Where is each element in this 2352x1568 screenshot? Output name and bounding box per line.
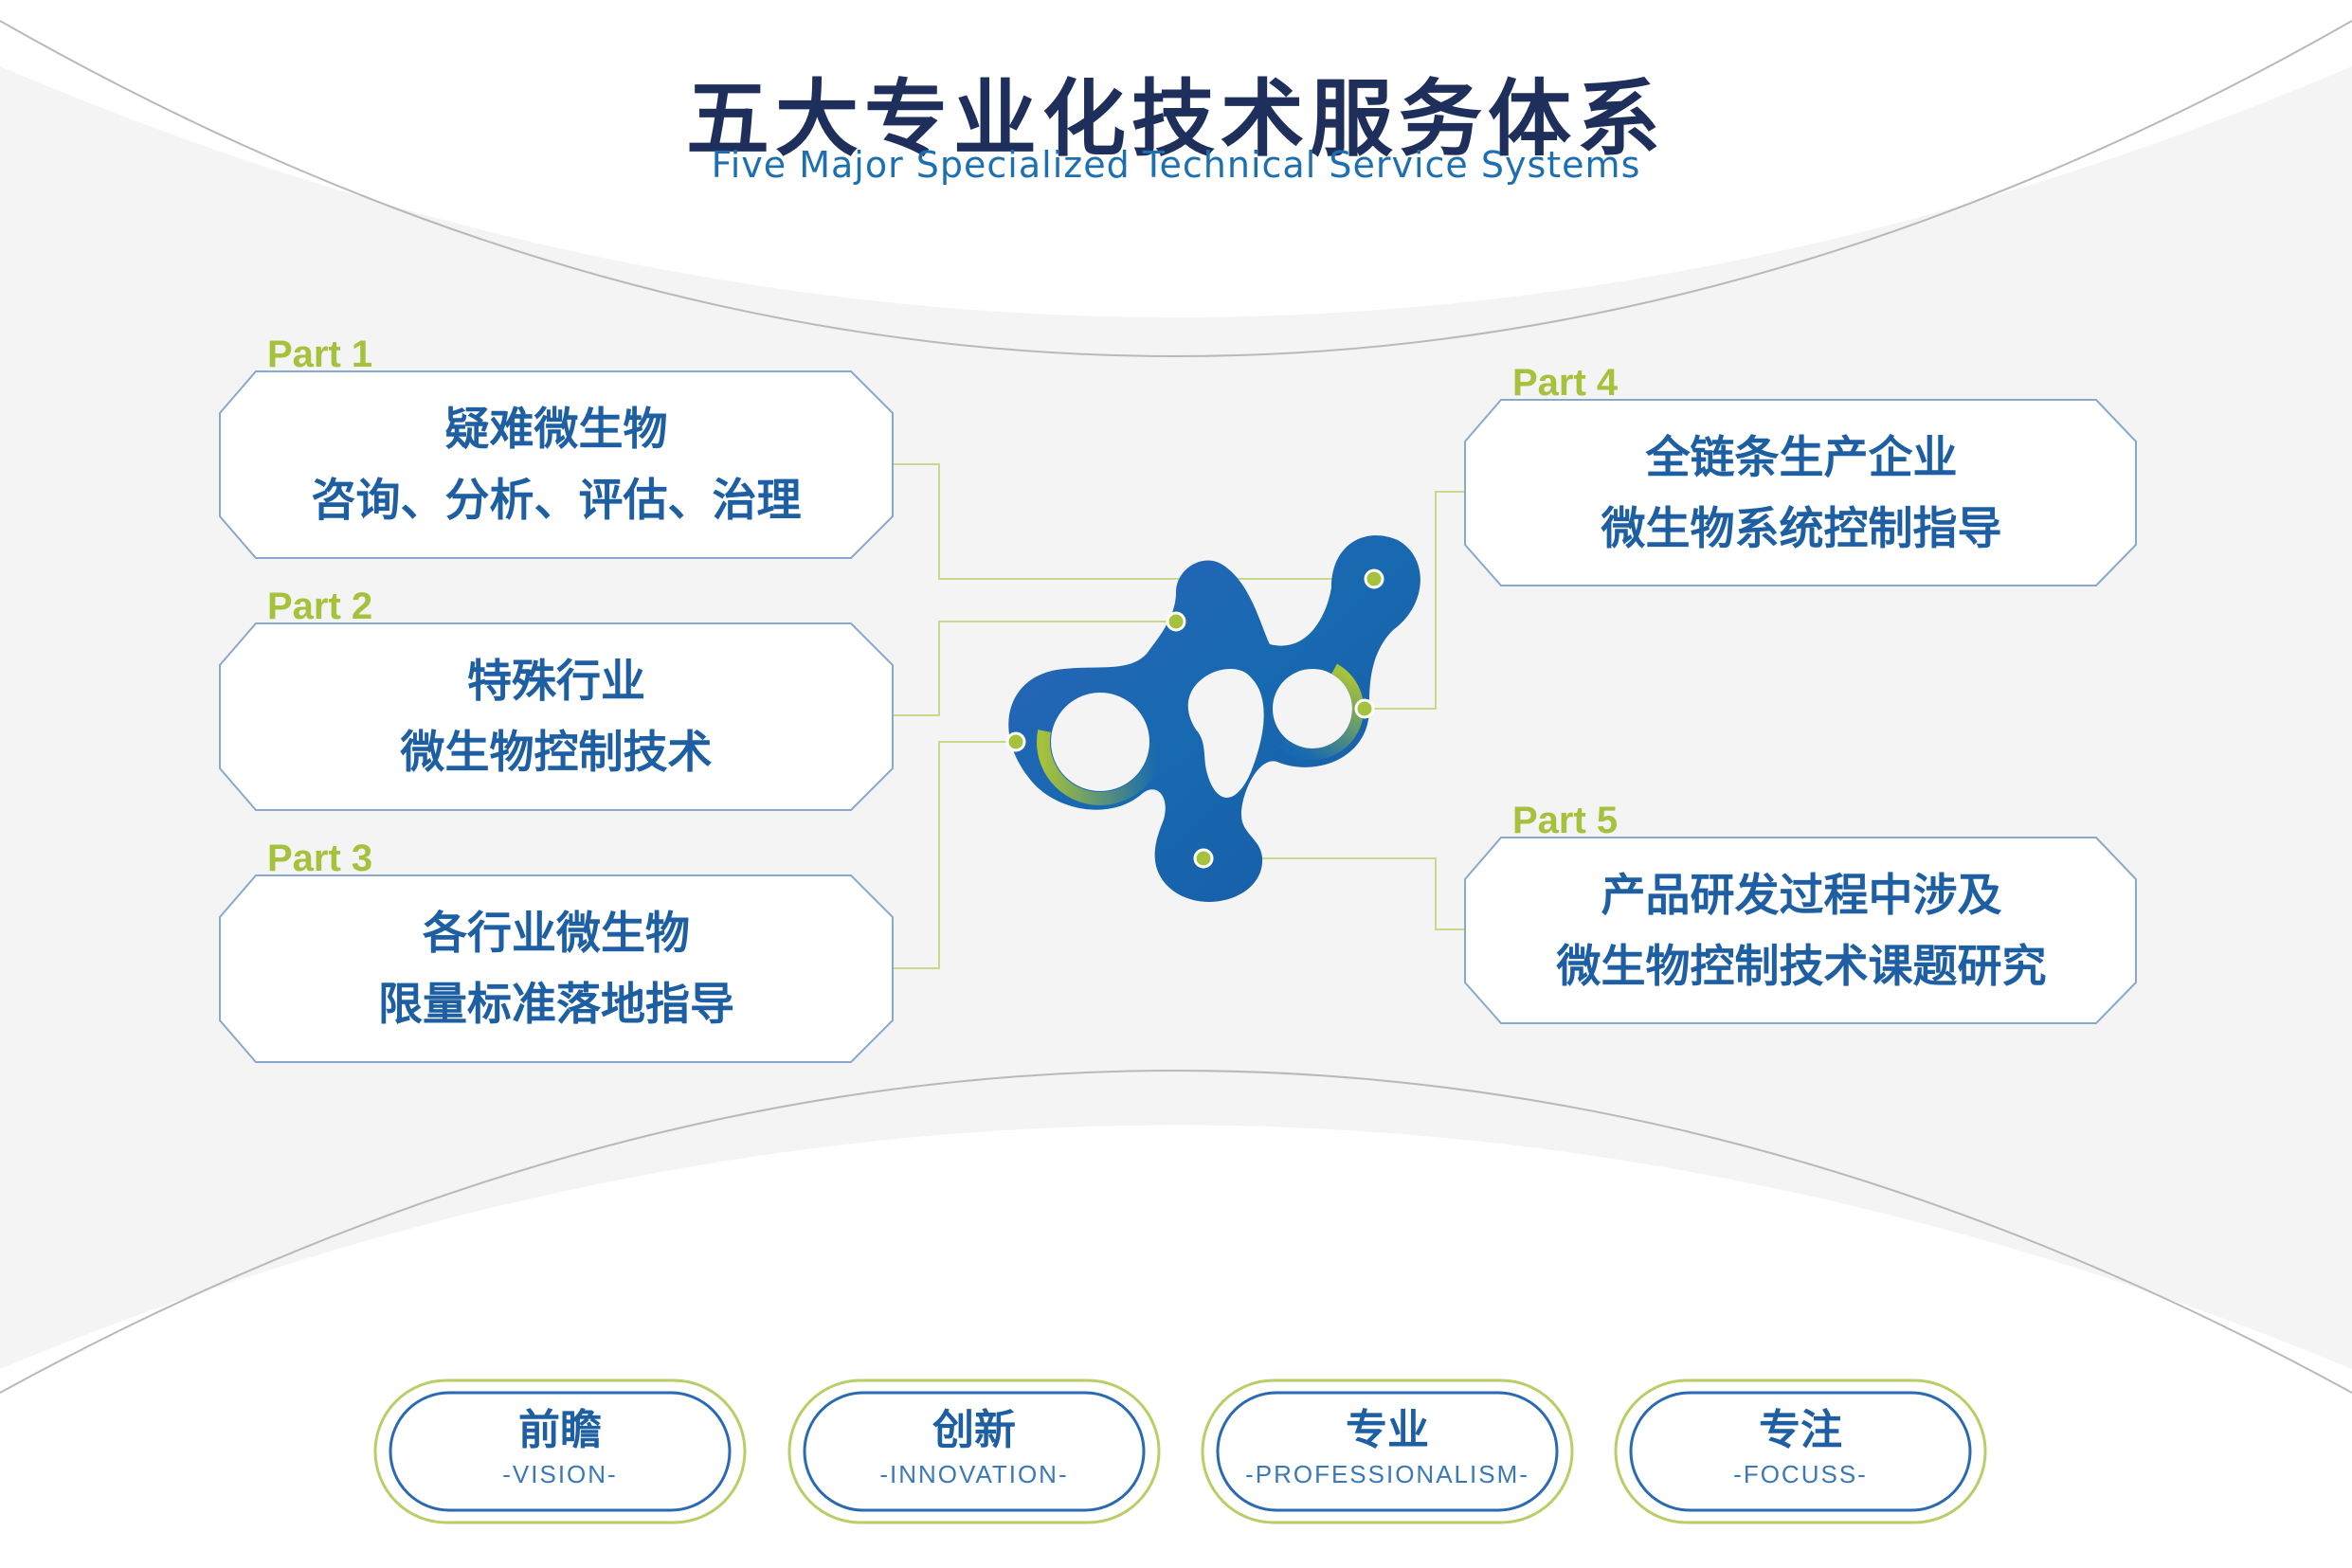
card-part-3 (219, 874, 894, 1063)
molecule-ring-right (1261, 658, 1364, 760)
value-en: -INNOVATION- (879, 1460, 1069, 1488)
card-text-part-4: 全链条生产企业 微生物系统控制指导 (1465, 423, 2138, 565)
pill-inner-1 (389, 1391, 732, 1512)
card-line: 咨询、分析、评估、治理 (311, 475, 802, 527)
pill-inner-4 (1629, 1391, 1972, 1512)
card-line: 全链条生产企业 (1645, 432, 1958, 484)
value-en: -PROFESSIONALISM- (1245, 1460, 1529, 1488)
connector-lines (893, 463, 1465, 969)
page-subtitle: Five Major Specialized Technical Service… (711, 144, 1641, 186)
value-pill-1: 前瞻 -VISION- (399, 1404, 721, 1491)
card-line: 限量标准落地指导 (378, 979, 734, 1031)
card-part-5 (1464, 837, 2137, 1024)
value-pill-4: 专注 -FOCUSS- (1639, 1404, 1962, 1491)
value-en: -VISION- (502, 1460, 618, 1488)
card-part-4 (1464, 399, 2137, 586)
connector-part-2 (893, 621, 1176, 716)
card-line: 产品研发过程中涉及 (1601, 870, 2002, 922)
pill-inner-2 (803, 1391, 1146, 1512)
connector-part-3 (893, 741, 1016, 969)
card-line: 微生物控制技术课题研究 (1556, 941, 2047, 993)
molecule-ring-left (1037, 678, 1164, 805)
value-en: -FOCUSS- (1733, 1460, 1868, 1488)
value-pill-3: 专业 -PROFESSIONALISM- (1226, 1404, 1548, 1491)
card-line: 微生物控制技术 (400, 727, 713, 779)
card-line: 特殊行业 (467, 656, 645, 708)
part-label-1: Part 1 (267, 333, 373, 375)
value-cn: 创新 (932, 1406, 1016, 1454)
card-line: 各行业微生物 (423, 908, 690, 960)
card-part-1 (219, 370, 894, 559)
part-label-5: Part 5 (1512, 800, 1619, 841)
connector-part-4 (1365, 491, 1465, 710)
value-cn: 前瞻 (518, 1406, 602, 1454)
value-pill-2: 创新 -INNOVATION- (813, 1404, 1135, 1491)
card-text-part-3: 各行业微生物 限量标准落地指导 (220, 898, 893, 1040)
top-arc-line (0, 20, 2352, 357)
part-label-2: Part 2 (267, 586, 373, 627)
page-title: 五大专业化技术服务体系 (685, 70, 1666, 168)
value-pills (373, 1379, 1987, 1524)
value-cn: 专业 (1346, 1406, 1429, 1454)
card-line: 疑难微生物 (444, 404, 668, 456)
card-line: 微生物系统控制指导 (1601, 503, 2002, 555)
connector-part-1 (893, 463, 1374, 580)
pill-inner-3 (1216, 1391, 1559, 1512)
molecule-icon (1005, 535, 1420, 902)
bottom-arc-line (0, 1070, 2352, 1394)
part-label-4: Part 4 (1512, 362, 1619, 404)
card-text-part-5: 产品研发过程中涉及 微生物控制技术课题研究 (1465, 860, 2138, 1002)
part-label-3: Part 3 (267, 838, 373, 879)
card-part-2 (219, 622, 894, 811)
connector-part-5 (1203, 857, 1465, 930)
value-cn: 专注 (1759, 1406, 1842, 1454)
card-text-part-1: 疑难微生物 咨询、分析、评估、治理 (220, 394, 893, 536)
card-text-part-2: 特殊行业 微生物控制技术 (220, 646, 893, 788)
